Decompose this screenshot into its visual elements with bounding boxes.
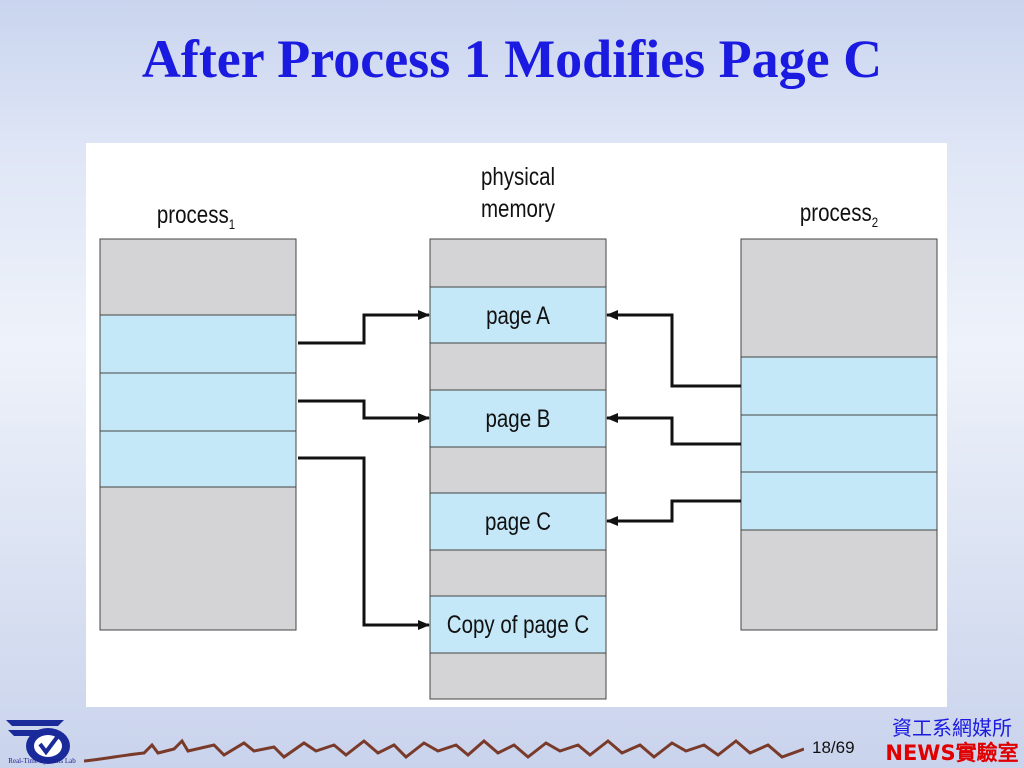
memory-frame-2: [429, 446, 607, 494]
process2-column: [740, 238, 938, 631]
process1-column: [99, 238, 297, 631]
memory-frame-copy-c: [429, 595, 607, 654]
memory-frame-0: [429, 238, 607, 288]
memory-frame-4: [429, 652, 607, 700]
slide-title: After Process 1 Modifies Page C: [141, 29, 883, 89]
process2-block-c: [740, 471, 938, 531]
process1-label: process1: [156, 201, 236, 232]
arrow-p2-page-b: [606, 413, 741, 446]
process1-block-c: [99, 430, 297, 488]
lab-logo-icon: [6, 720, 70, 764]
arrow-p2-page-c: [606, 499, 741, 526]
lab-logo-text: Real-Time Systems Lab: [8, 757, 76, 765]
arrow-p1-page-a: [298, 310, 430, 345]
process2-block-bottom: [740, 529, 938, 631]
process1-block-bottom: [99, 486, 297, 631]
memory-column: [429, 238, 607, 700]
process2-block-top: [740, 238, 938, 358]
memory-frame-1: [429, 342, 607, 391]
copy-on-write-diagram: process1 physical memory process2 page A…: [86, 143, 947, 707]
page-a-label: page A: [486, 302, 550, 330]
arrow-p1-copy-c: [298, 456, 430, 630]
lab-name: NEWS實驗室: [885, 741, 1019, 765]
physical-memory-label: physical memory: [480, 163, 556, 223]
memory-frame-3: [429, 549, 607, 597]
department-name: 資工系網媒所: [892, 716, 1012, 740]
process2-block-b: [740, 414, 938, 473]
arrow-p2-page-a: [606, 310, 741, 388]
arrow-p1-page-b: [298, 399, 430, 423]
process2-block-a: [740, 356, 938, 416]
process2-label: process2: [799, 199, 879, 230]
diagram-canvas: [99, 238, 938, 700]
page-number: 18/69: [812, 738, 855, 757]
page-b-label: page B: [485, 405, 551, 433]
process1-block-a: [99, 314, 297, 374]
copy-of-page-c-label: Copy of page C: [446, 611, 590, 639]
process1-block-b: [99, 372, 297, 432]
footer-decoration: [84, 738, 804, 763]
page-c-label: page C: [484, 508, 552, 536]
process1-block-top: [99, 238, 297, 316]
